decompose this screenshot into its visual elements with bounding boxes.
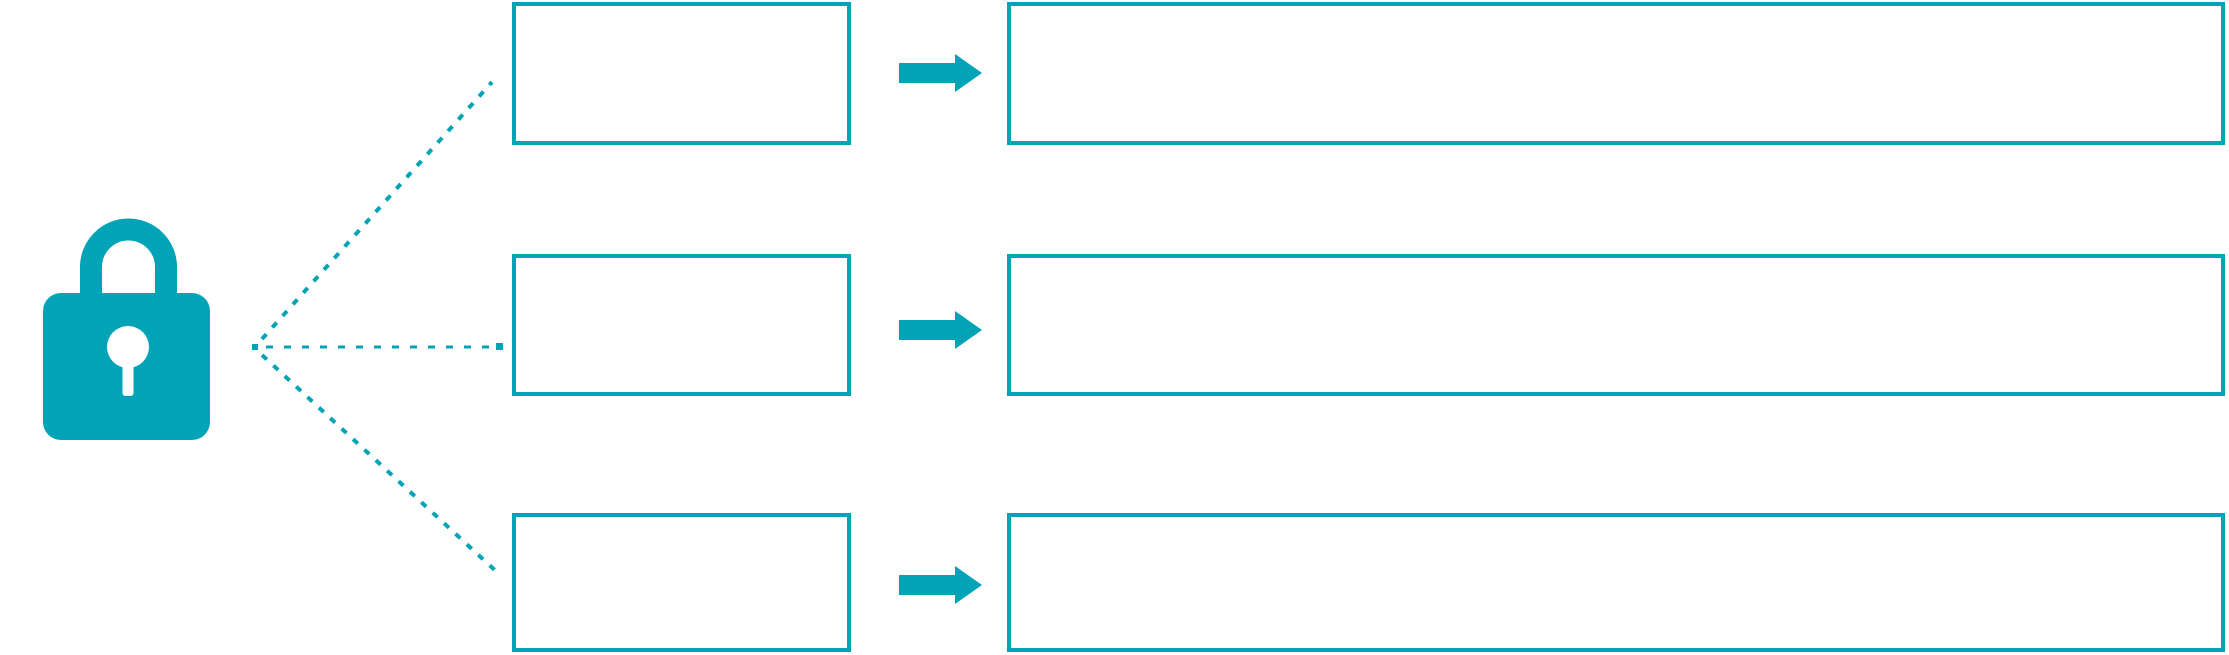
diagram-row-2	[0, 254, 2229, 396]
diagram-row-3	[0, 513, 2229, 652]
right-arrow-icon	[899, 566, 982, 604]
dotted-line-middle-end-dot	[496, 343, 503, 350]
description-box	[1007, 2, 2225, 145]
lock-keyhole-circle	[107, 326, 149, 368]
lock-keyhole-stem	[122, 352, 134, 396]
connector-lines	[252, 80, 503, 576]
connector-vertex-dot	[252, 344, 258, 350]
right-arrow-icon	[899, 311, 982, 349]
label-box	[512, 254, 851, 396]
dotted-line-top	[260, 80, 494, 341]
label-box	[512, 2, 851, 145]
padlock-icon	[43, 218, 210, 440]
description-box	[1007, 513, 2225, 652]
label-box	[512, 513, 851, 652]
lock-shackle	[80, 218, 177, 302]
description-box	[1007, 254, 2225, 396]
diagram-row-1	[0, 2, 2229, 145]
right-arrow-icon	[899, 54, 982, 92]
dotted-line-bottom	[260, 353, 501, 576]
